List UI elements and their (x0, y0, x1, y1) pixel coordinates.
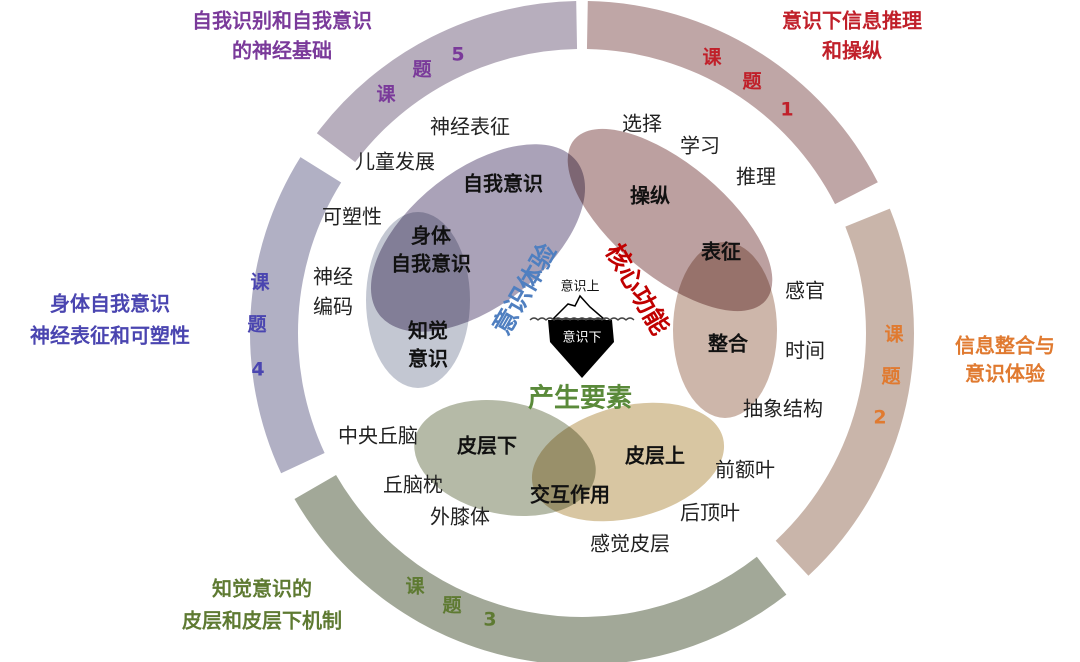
cortical-ellipse (531, 402, 725, 522)
keyword: 中央丘脑 (338, 424, 418, 448)
topic-ti: 题 (442, 595, 461, 617)
keyword: 神经表征 (430, 115, 510, 139)
perceptual-label-1: 知觉 (408, 319, 448, 343)
keyword: 推理 (736, 165, 776, 189)
keyword: 选择 (622, 112, 662, 136)
subcortical-label: 皮层下 (457, 434, 517, 458)
topic-title-line: 自我识别和自我意识 (192, 9, 372, 33)
topic-number: 1 (780, 99, 793, 121)
topic-ti: 题 (742, 71, 761, 93)
topic-ti: 题 (412, 59, 431, 81)
manipulate-label: 操纵 (630, 184, 670, 208)
interaction-label: 交互作用 (530, 483, 610, 507)
topic-ke: 课 (405, 576, 425, 598)
topic-2-ring-segment (775, 208, 914, 576)
keyword: 儿童发展 (355, 150, 435, 174)
self-cluster (366, 144, 586, 388)
topic-title-line: 的神经基础 (232, 39, 332, 63)
perceptual-awareness-ellipse (366, 212, 470, 388)
keyword: 神经 (313, 265, 353, 289)
self-awareness-label: 自我意识 (463, 172, 543, 196)
topic-title-line: 神经表征和可塑性 (30, 324, 190, 348)
topic-5-ring-segment (316, 1, 578, 163)
keyword: 感官 (785, 279, 825, 303)
topic-4: 课 题 4 身体自我意识 神经表征和可塑性 (30, 272, 270, 381)
topic-number: 4 (251, 359, 264, 381)
below-label: 意识下 (562, 330, 601, 346)
above-label: 意识上 (560, 279, 599, 295)
topic-title-line: 信息整合与 (955, 334, 1055, 358)
topic-title-line: 意识下信息推理 (782, 9, 922, 33)
integrate-label: 整合 (707, 332, 749, 356)
topic-title-line: 皮层和皮层下机制 (182, 609, 342, 633)
topic-3-ring-segment (294, 475, 787, 662)
core-cluster (567, 128, 777, 418)
topic-1: 课 题 1 意识下信息推理 和操纵 (702, 9, 922, 121)
topic-ti: 题 (247, 314, 266, 336)
topic-ke: 课 (884, 324, 904, 346)
keyword: 后顶叶 (680, 501, 740, 525)
topic-5: 课 题 5 自我识别和自我意识 的神经基础 (192, 9, 465, 106)
topic-number: 2 (873, 407, 886, 429)
keyword: 编码 (313, 295, 353, 319)
keyword: 可塑性 (322, 205, 382, 229)
topic-2: 课 题 2 信息整合与 意识体验 (873, 324, 1055, 429)
keyword: 学习 (680, 134, 720, 158)
topic-ring (249, 1, 914, 662)
topic-ke: 课 (376, 84, 396, 106)
topic-title-line: 身体自我意识 (50, 292, 170, 316)
body-self-label-1: 身体 (411, 224, 452, 248)
topic-number: 3 (483, 609, 496, 631)
factors-title: 产生要素 (528, 384, 632, 414)
topic-title-line: 和操纵 (822, 39, 882, 63)
cortical-label: 皮层上 (625, 444, 685, 468)
represent-label: 表征 (701, 240, 741, 264)
factor-cluster (414, 399, 725, 522)
topic-3: 课 题 3 知觉意识的 皮层和皮层下机制 (182, 576, 497, 633)
keyword: 抽象结构 (743, 397, 823, 421)
iceberg-icon: 意识上 意识下 (529, 279, 635, 378)
keyword: 前额叶 (715, 458, 775, 482)
perceptual-label-2: 意识 (408, 347, 448, 371)
topic-number: 5 (451, 44, 464, 66)
keyword: 时间 (785, 339, 825, 363)
topic-ke: 课 (702, 47, 722, 69)
topic-ti: 题 (881, 366, 900, 388)
integrate-ellipse (673, 242, 777, 418)
topic-1-ring-segment (586, 1, 878, 205)
topic-4-ring-segment (249, 157, 342, 474)
body-self-label-2: 自我意识 (391, 252, 471, 276)
keyword: 感觉皮层 (590, 532, 670, 556)
topic-ke: 课 (250, 272, 270, 294)
keyword: 外膝体 (430, 505, 490, 529)
topic-title-line: 知觉意识的 (212, 577, 312, 601)
topic-title-line: 意识体验 (965, 362, 1045, 386)
keyword: 丘脑枕 (383, 473, 443, 497)
